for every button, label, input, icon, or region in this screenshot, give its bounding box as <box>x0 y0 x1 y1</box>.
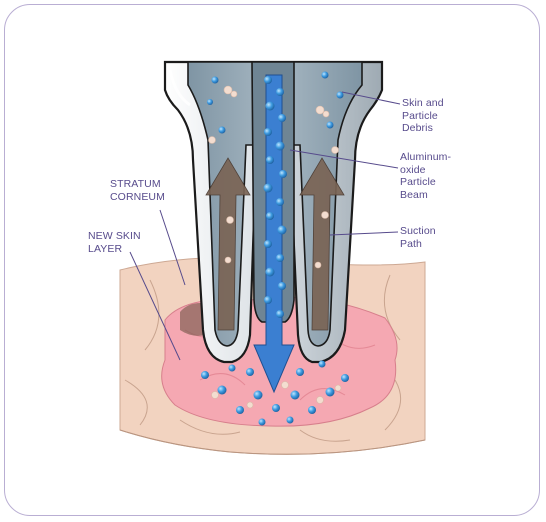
label-aluminum-beam: Aluminum- oxide Particle Beam <box>400 151 451 201</box>
label-stratum-corneum: STRATUM CORNEUM <box>110 178 165 203</box>
label-new-skin-layer: NEW SKIN LAYER <box>88 230 141 255</box>
label-skin-debris: Skin and Particle Debris <box>402 97 444 135</box>
label-suction-path: Suction Path <box>400 225 436 250</box>
